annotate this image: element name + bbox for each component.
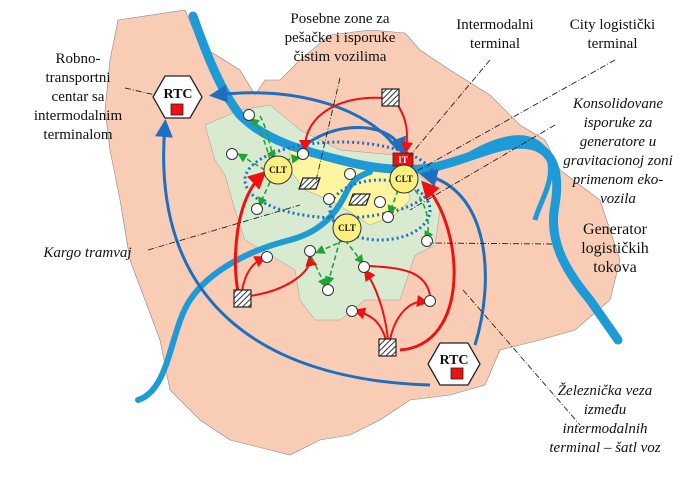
- leader-line: [147, 204, 301, 251]
- hatched-generator: [381, 88, 400, 107]
- pedestrian-zone-marker: [348, 193, 371, 206]
- it-label: IT: [398, 155, 408, 165]
- road-flow: [241, 256, 267, 293]
- generator-node: [374, 196, 386, 208]
- label-rtc-center: Robno- transportni centar sa intermodaln…: [33, 51, 123, 143]
- generator-node: [346, 305, 358, 317]
- rail-link: [209, 84, 400, 151]
- generator-node: [243, 109, 255, 121]
- eco-delivery: [344, 239, 364, 265]
- hatched-generator: [233, 289, 252, 308]
- leader-line: [124, 87, 156, 96]
- road-flow: [399, 180, 456, 352]
- leader-line: [414, 59, 616, 173]
- generator-node: [382, 211, 394, 223]
- sava-river: [135, 169, 373, 403]
- label-intermodal-terminal: Intermodalni terminal: [456, 17, 534, 52]
- eco-delivery: [259, 115, 276, 160]
- rtc-right-label: RTC: [439, 353, 469, 368]
- rail-link: [419, 168, 487, 346]
- eco-delivery: [311, 257, 327, 288]
- leader-line: [407, 59, 491, 159]
- clt-node: [389, 164, 419, 194]
- rail-link: [155, 119, 431, 387]
- generator-node: [421, 235, 433, 247]
- label-city-logistic-terminal: City logistički terminal: [569, 17, 656, 52]
- generator-node: [424, 295, 436, 307]
- generator-node: [344, 168, 356, 180]
- eco-delivery: [387, 189, 399, 216]
- pedestrian-zone-marker: [298, 177, 321, 190]
- generator-node: [304, 245, 316, 257]
- generator-node: [358, 261, 370, 273]
- leader-line: [462, 289, 581, 426]
- road-flow: [369, 265, 431, 296]
- rtc-left-label: RTC: [163, 87, 193, 102]
- road-flow: [233, 170, 267, 293]
- generator-node: [323, 193, 335, 205]
- label-rail-link: Železnička veza između intermodalnih ter…: [549, 383, 661, 456]
- rtc-right-node: [427, 342, 481, 386]
- clt-label: CLT: [338, 223, 356, 233]
- rtc-left-node: [152, 75, 203, 119]
- road-flow: [249, 254, 318, 297]
- generator-node: [261, 251, 273, 263]
- hatched-generator: [378, 338, 397, 357]
- clt-label: CLT: [269, 165, 287, 175]
- rail-link: [298, 126, 406, 156]
- leader-line: [429, 242, 553, 245]
- road-flow: [396, 103, 414, 154]
- tram-ring-inner: [328, 178, 432, 242]
- danube-branch: [458, 135, 553, 221]
- leader-line: [409, 124, 556, 211]
- generator-node: [322, 284, 334, 296]
- generator-node: [251, 203, 263, 215]
- danube-river: [188, 11, 623, 345]
- label-consolidated-deliveries: Konsolidovane isporuke za generatore u g…: [563, 96, 673, 207]
- road-flow: [363, 268, 389, 341]
- leader-line: [314, 77, 341, 186]
- clt-node: [332, 213, 362, 243]
- label-generator: Generator logističkih tokova: [581, 221, 649, 276]
- label-cargo-tram: Kargo tramvaj: [43, 245, 132, 261]
- eco-delivery: [315, 239, 346, 254]
- clt-label: CLT: [395, 174, 413, 184]
- generator-node: [226, 148, 238, 160]
- eco-delivery: [237, 153, 266, 171]
- road-flow: [353, 307, 387, 341]
- eco-delivery: [258, 181, 271, 207]
- clt-node: [263, 155, 293, 185]
- label-special-zones: Posebne zone za pešačke i isporuke čisti…: [284, 11, 396, 65]
- generator-node: [297, 148, 309, 160]
- road-flow: [389, 295, 429, 341]
- road-flow: [299, 96, 385, 152]
